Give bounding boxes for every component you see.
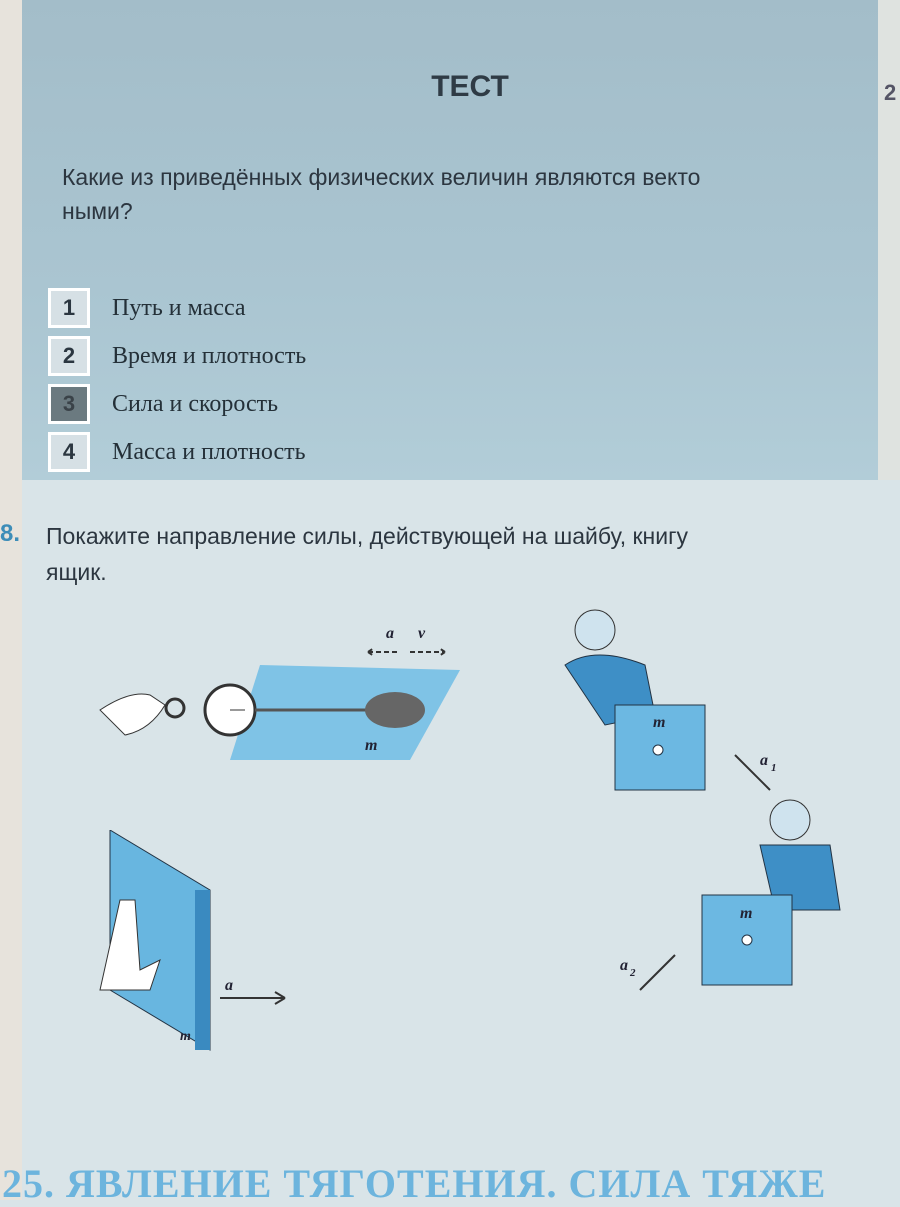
page-edge: [0, 0, 22, 1200]
right-page-edge: [878, 0, 900, 480]
mass-label: m: [180, 1029, 191, 1044]
mass-label: m: [365, 737, 377, 754]
figure-man-box-2: m a 2: [620, 799, 841, 991]
figure-hand-book: m a: [99, 830, 286, 1051]
test-question: Какие из приведённых физических величин …: [62, 160, 900, 228]
mass-label: m: [740, 905, 752, 922]
accel-arrow-icon: [220, 991, 286, 1005]
answer-option-1[interactable]: 1 Путь и масса: [48, 284, 306, 332]
person-head-icon: [769, 799, 811, 841]
task-line-1: Покажите направление силы, действующей н…: [46, 523, 688, 549]
hand-icon: [99, 693, 166, 736]
accel-label: a: [760, 752, 768, 769]
accel-label: a: [225, 977, 233, 994]
task-text: Покажите направление силы, действующей н…: [46, 518, 688, 590]
answer-option-4[interactable]: 4 Масса и плотность: [48, 428, 306, 476]
option-label: Масса и плотность: [112, 438, 306, 465]
option-label: Путь и масса: [112, 294, 246, 321]
task-number: 8.: [0, 520, 21, 547]
accel-subscript: 2: [629, 967, 636, 979]
question-line-2: ными?: [62, 198, 133, 224]
accel-arrow-icon: [367, 647, 400, 657]
velocity-arrow-icon: [410, 647, 446, 657]
accel-arrow-icon: [639, 954, 676, 991]
person-body-icon: [759, 844, 841, 911]
puck-icon: [365, 692, 425, 728]
option-label: Сила и скорость: [112, 390, 279, 417]
page-number: 2: [884, 80, 897, 105]
accel-label: a: [620, 957, 628, 974]
option-label: Время и плотность: [112, 342, 307, 369]
velocity-label: v: [418, 625, 426, 642]
test-block: [22, 0, 900, 480]
accel-subscript: 1: [771, 762, 777, 774]
accel-arrow-icon: [734, 754, 771, 791]
ice-surface: [230, 665, 460, 760]
option-number: 2: [48, 336, 90, 376]
task-line-2: ящик.: [46, 559, 107, 585]
person-head-icon: [574, 609, 616, 651]
question-line-1: Какие из приведённых физических величин …: [62, 164, 701, 190]
figure-man-box-1: m a 1: [564, 609, 777, 791]
answer-option-2[interactable]: 2 Время и плотность: [48, 332, 306, 380]
answer-option-3[interactable]: 3 Сила и скорость: [48, 380, 306, 428]
option-number: 1: [48, 288, 90, 328]
figure-dynamometer-puck: m a v: [99, 625, 460, 760]
section-heading: 25. ЯВЛЕНИЕ ТЯГОТЕНИЯ. СИЛА ТЯЖЕ: [2, 1161, 827, 1206]
test-title: ТЕСТ: [431, 70, 509, 103]
answer-options: 1 Путь и масса 2 Время и плотность 3 Сила и…: [48, 284, 306, 476]
mass-label: m: [653, 714, 665, 731]
option-number: 4: [48, 432, 90, 472]
option-number-selected: 3: [48, 384, 90, 424]
accel-label: a: [386, 625, 394, 642]
hand-icon: [99, 899, 161, 991]
